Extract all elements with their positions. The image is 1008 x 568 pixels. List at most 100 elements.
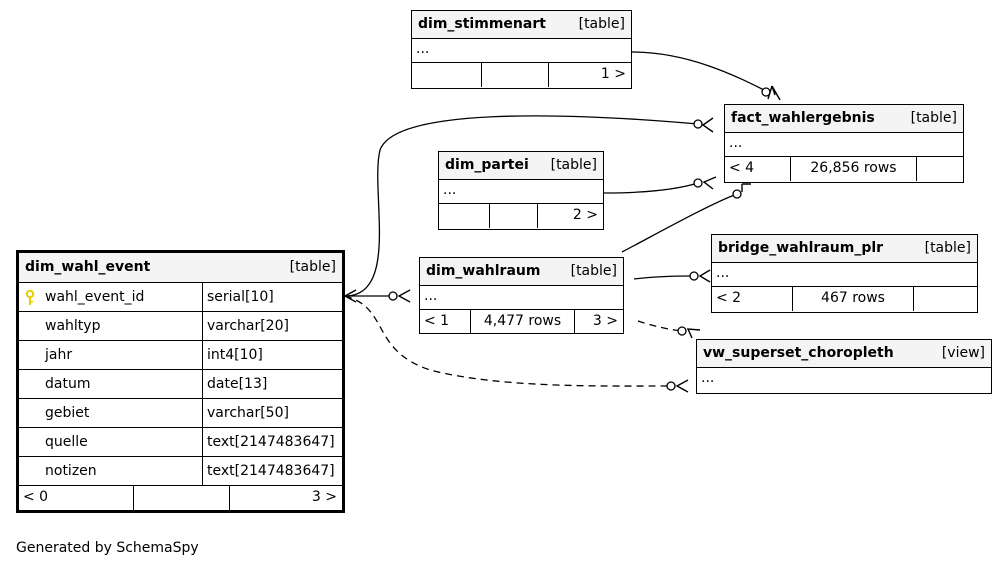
- table-stats-row: 2 >: [439, 204, 603, 228]
- column-type-cell: serial[10]: [202, 283, 342, 311]
- column-type-cell: varchar[50]: [202, 399, 342, 427]
- column-row[interactable]: notizen text[2147483647]: [19, 457, 342, 486]
- children-count[interactable]: [916, 157, 963, 181]
- column-type: varchar[50]: [207, 405, 289, 421]
- table-name[interactable]: dim_wahlraum: [426, 263, 541, 279]
- parents-count[interactable]: < 1: [424, 313, 450, 329]
- columns-ellipsis: ...: [725, 133, 963, 157]
- edge-wahlraum-bridge: [633, 275, 693, 280]
- column-type: date[13]: [207, 376, 268, 392]
- table-header: bridge_wahlraum_plr [table]: [712, 235, 977, 263]
- columns-ellipsis: ...: [701, 370, 715, 386]
- generated-by-footer: Generated by SchemaSpy: [16, 540, 199, 556]
- table-header: dim_stimmenart [table]: [412, 11, 631, 39]
- table-name[interactable]: dim_stimmenart: [418, 16, 546, 32]
- children-count[interactable]: 1 >: [548, 63, 631, 87]
- table-header: dim_wahl_event [table]: [19, 253, 342, 283]
- table-kind: [table]: [924, 240, 971, 256]
- column-name: gebiet: [45, 405, 90, 421]
- crow-foot-fact-top: [767, 85, 781, 101]
- table-header: dim_partei [table]: [439, 152, 603, 180]
- table-kind: [table]: [289, 259, 336, 275]
- edge-event-fact: [344, 115, 699, 297]
- optional-circle-bridge: [689, 271, 699, 281]
- columns-ellipsis: ...: [439, 180, 603, 204]
- column-name: quelle: [45, 434, 88, 450]
- table-name[interactable]: fact_wahlergebnis: [731, 110, 875, 126]
- table-name[interactable]: dim_partei: [445, 157, 529, 173]
- children-count[interactable]: 2 >: [537, 204, 603, 228]
- columns-ellipsis: ...: [712, 263, 977, 287]
- table-fact-wahlergebnis[interactable]: fact_wahlergebnis [table] ... < 4 26,856…: [724, 104, 964, 183]
- column-type-cell: text[2147483647]: [202, 428, 342, 456]
- crow-foot-fact-partei: [702, 176, 717, 190]
- optional-circle-fact-partei: [693, 178, 703, 188]
- table-dim-stimmenart[interactable]: dim_stimmenart [table] ... 1 >: [411, 10, 632, 89]
- table-header: dim_wahlraum [table]: [420, 258, 623, 286]
- column-row[interactable]: quelle text[2147483647]: [19, 428, 342, 457]
- optional-circle-fact-event: [693, 119, 703, 129]
- table-name[interactable]: vw_superset_choropleth: [703, 345, 894, 361]
- columns-ellipsis: ...: [412, 39, 631, 63]
- column-name: wahltyp: [45, 318, 101, 334]
- table-kind: [table]: [910, 110, 957, 126]
- column-type-cell: text[2147483647]: [202, 457, 342, 485]
- table-stats-row: < 4 26,856 rows: [725, 157, 963, 181]
- table-dim-wahlraum[interactable]: dim_wahlraum [table] ... < 1 4,477 rows …: [419, 257, 624, 334]
- columns-ellipsis: ...: [420, 286, 623, 310]
- column-row[interactable]: jahr int4[10]: [19, 341, 342, 370]
- crow-foot-fact-event: [701, 117, 714, 133]
- column-type: text[2147483647]: [207, 463, 335, 479]
- table-name[interactable]: bridge_wahlraum_plr: [718, 240, 884, 256]
- table-kind: [view]: [941, 345, 985, 361]
- row-count: 467 rows: [792, 287, 913, 311]
- optional-circle-view-top: [677, 326, 687, 336]
- parents-count[interactable]: < 0: [23, 489, 49, 505]
- table-stats-row: < 2 467 rows: [712, 287, 977, 311]
- parent-crow-event: [344, 289, 357, 303]
- row-count: [133, 486, 229, 510]
- children-count[interactable]: 3 >: [229, 486, 342, 510]
- row-count: [489, 204, 537, 228]
- parents-count[interactable]: [412, 63, 481, 87]
- table-kind: [table]: [578, 16, 625, 32]
- table-dim-wahl-event[interactable]: dim_wahl_event [table] wahl_event_id ser…: [16, 250, 345, 513]
- children-count[interactable]: [913, 287, 977, 311]
- parents-count[interactable]: < 2: [716, 290, 742, 306]
- column-name: notizen: [45, 463, 97, 479]
- column-type: int4[10]: [207, 347, 263, 363]
- edge-wahlraum-fact: [621, 193, 738, 253]
- table-name[interactable]: dim_wahl_event: [25, 259, 151, 275]
- row-count: 4,477 rows: [470, 310, 574, 334]
- table-header: fact_wahlergebnis [table]: [725, 105, 963, 133]
- column-type-cell: date[13]: [202, 370, 342, 398]
- optional-circle-fact-wahlraum: [732, 189, 742, 199]
- crow-foot-view-bottom: [675, 379, 689, 393]
- column-type: varchar[20]: [207, 318, 289, 334]
- table-kind: [table]: [550, 157, 597, 173]
- column-row[interactable]: wahl_event_id serial[10]: [19, 283, 342, 312]
- table-dim-partei[interactable]: dim_partei [table] ... 2 >: [438, 151, 604, 230]
- edge-wahlraum-view: [637, 320, 683, 332]
- crow-foot-wahlraum: [397, 289, 411, 303]
- row-count: 26,856 rows: [790, 157, 916, 181]
- table-kind: [table]: [570, 263, 617, 279]
- column-name: jahr: [45, 347, 73, 363]
- table-bridge-wahlraum-plr[interactable]: bridge_wahlraum_plr [table] ... < 2 467 …: [711, 234, 978, 313]
- crow-foot-view-top: [686, 328, 701, 339]
- parents-count[interactable]: [439, 204, 489, 228]
- column-row[interactable]: gebiet varchar[50]: [19, 399, 342, 428]
- parents-count[interactable]: < 4: [729, 160, 755, 176]
- column-type: text[2147483647]: [207, 434, 335, 450]
- column-name: wahl_event_id: [45, 289, 145, 305]
- column-row[interactable]: wahltyp varchar[20]: [19, 312, 342, 341]
- view-vw-superset-choropleth[interactable]: vw_superset_choropleth [view] ...: [696, 339, 992, 394]
- table-header: vw_superset_choropleth [view]: [697, 340, 991, 368]
- children-count[interactable]: 3 >: [574, 310, 623, 334]
- table-stats-row: 1 >: [412, 63, 631, 87]
- edge-event-view: [344, 295, 671, 387]
- column-row[interactable]: datum date[13]: [19, 370, 342, 399]
- column-type-cell: int4[10]: [202, 341, 342, 369]
- optional-circle-view-bottom: [666, 381, 676, 391]
